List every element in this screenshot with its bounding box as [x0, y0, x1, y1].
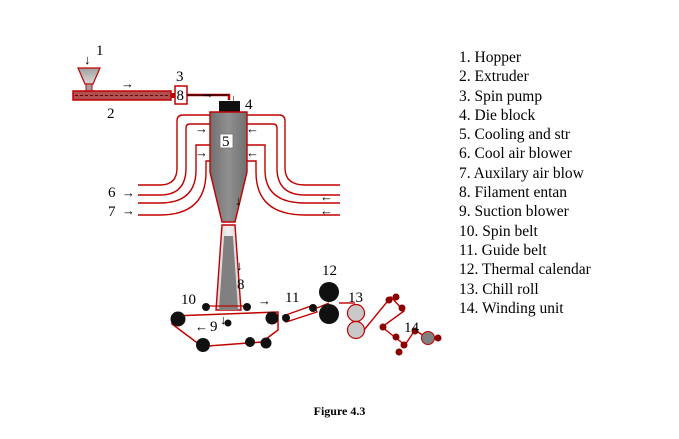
- label-3: 3: [176, 69, 184, 85]
- thermal-calendar: [319, 282, 355, 324]
- arrow-right-icon: →: [201, 86, 214, 101]
- entangling-tube: [215, 224, 242, 311]
- spin-pump-mark: 8: [177, 88, 185, 104]
- hopper: [77, 67, 101, 93]
- arrow-left-icon: ←: [195, 319, 208, 334]
- die-block: [219, 101, 240, 112]
- arrow-left-icon: ←: [246, 121, 259, 136]
- legend-item: 5. Cooling and str: [459, 126, 571, 144]
- arrow-right-icon: →: [258, 293, 271, 308]
- label-7: 7: [108, 204, 116, 220]
- label-13: 13: [348, 290, 363, 306]
- label-9: 9: [210, 319, 218, 335]
- label-2: 2: [107, 106, 115, 122]
- legend-item: 7. Auxilary air blow: [459, 164, 584, 182]
- arrow-down-icon: ↓: [84, 52, 91, 67]
- label-11: 11: [285, 290, 299, 306]
- extruder: [72, 90, 175, 101]
- legend-item: 12. Thermal calendar: [459, 261, 591, 279]
- legend-item: 9. Suction blower: [459, 203, 569, 221]
- arrow-left-icon: ←: [320, 203, 333, 218]
- legend-item: 6. Cool air blower: [459, 145, 572, 163]
- label-10: 10: [181, 292, 196, 308]
- legend-item: 11. Guide belt: [459, 241, 547, 259]
- arrow-right-icon: →: [195, 145, 208, 160]
- legend-item: 8. Filament entan: [459, 184, 568, 202]
- arrow-right-icon: →: [122, 203, 135, 218]
- label-6: 6: [108, 185, 116, 201]
- number-labels: 1 2 3 4 6 7 8 9 10 11 12 13 14: [96, 43, 420, 336]
- winding-unit: [421, 331, 435, 345]
- arrow-right-icon: →: [122, 185, 135, 200]
- arrow-left-icon: ←: [246, 145, 259, 160]
- arrow-right-icon: →: [195, 121, 208, 136]
- arrow-left-icon: ←: [320, 189, 333, 204]
- arrow-down-icon: ↓: [230, 91, 237, 106]
- spin-pump: 8: [174, 85, 188, 105]
- legend-item: 10. Spin belt: [459, 222, 538, 240]
- legend-item: 3. Spin pump: [459, 87, 543, 105]
- label-5: 5: [222, 134, 230, 150]
- figure-caption: Figure 4.3: [313, 404, 366, 418]
- spin-belt: [170, 303, 279, 352]
- legend: 1. Hopper 2. Extruder 3. Spin pump 4. Di…: [459, 48, 591, 318]
- fabric-path: [363, 293, 442, 356]
- arrow-down-icon: ↓: [235, 193, 242, 208]
- legend-item: 13. Chill roll: [459, 280, 539, 298]
- chill-roll: [346, 303, 366, 340]
- label-1: 1: [96, 43, 104, 59]
- arrow-right-icon: →: [121, 76, 134, 91]
- legend-item: 4. Die block: [459, 106, 536, 124]
- label-4: 4: [245, 97, 253, 113]
- label-8: 8: [237, 277, 245, 293]
- arrow-down-icon: ↓: [236, 258, 243, 273]
- legend-item: 1. Hopper: [459, 49, 521, 66]
- legend-item: 2. Extruder: [459, 68, 529, 86]
- air-ducts: [138, 114, 340, 216]
- guide-belt: [282, 302, 330, 323]
- label-14: 14: [404, 320, 420, 336]
- arrow-down-icon: ↓: [220, 312, 227, 327]
- label-12: 12: [322, 263, 337, 279]
- legend-item: 14. Winding unit: [459, 299, 564, 317]
- cooling-tower: 5: [209, 111, 248, 223]
- flow-arrows: ↓ → → ↓ → ← → ← ↓ ↓ → → ← ← → ← ↓: [84, 52, 333, 334]
